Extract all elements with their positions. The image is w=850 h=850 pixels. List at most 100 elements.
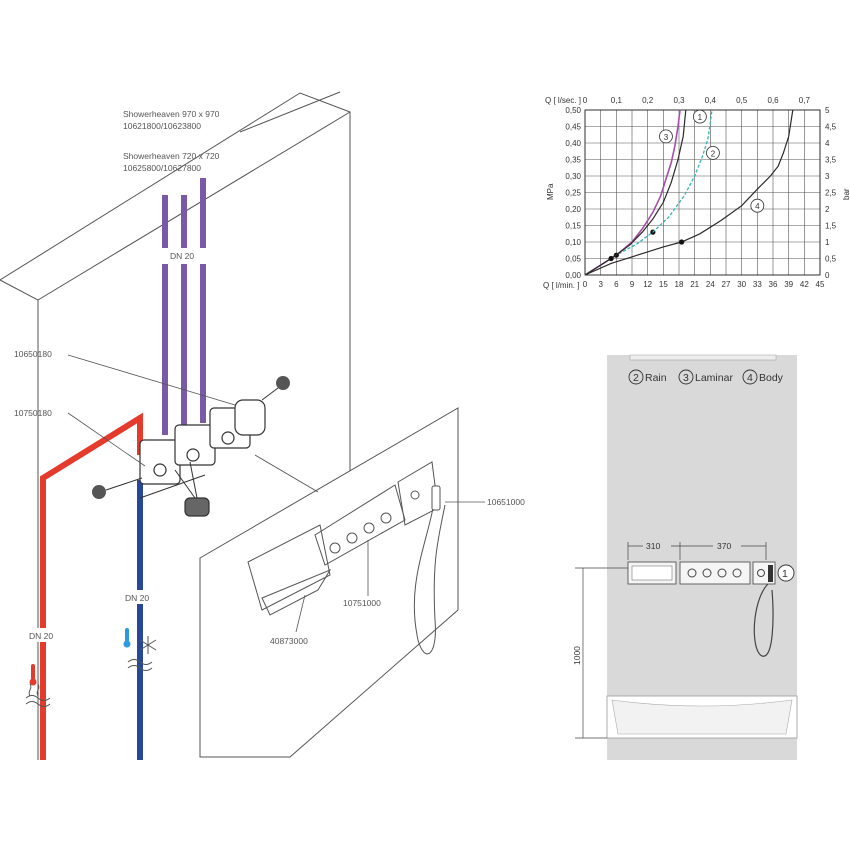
chart-y2-tick: 4,5 — [825, 123, 837, 132]
leader-10650180 — [67, 354, 236, 406]
dn20-top-label: DN 20 — [170, 251, 194, 261]
label-showerheaven-720: Showerheaven 720 x 720 — [123, 151, 220, 161]
chart-y-tick: 0,00 — [565, 271, 581, 280]
dim-1000: 1000 — [572, 646, 582, 665]
pipe-shower-2 — [181, 195, 187, 435]
dim-370: 370 — [717, 541, 731, 551]
fixture-drawing — [247, 461, 446, 655]
legend-label-laminar: Laminar — [695, 372, 733, 384]
chart-series-line-2 — [584, 109, 713, 276]
dn20-cold-bg — [120, 590, 162, 604]
chart-x-tick: 3 — [598, 280, 603, 289]
chart-x-tick: 42 — [800, 280, 809, 289]
legend-circle-4 — [742, 369, 758, 385]
chart-y-tick: 0,15 — [565, 222, 581, 231]
front-view: 2 Rain 3 Laminar 4 Body 310 370 1000 — [572, 354, 798, 760]
front-panel — [199, 407, 459, 758]
chart-x-top-tick: 0,1 — [611, 96, 623, 105]
chart-y2-tick: 5 — [825, 106, 830, 115]
dn20-hot-label: DN 20 — [29, 631, 53, 641]
chart-y-tick: 0,30 — [565, 172, 581, 181]
chart-y-tick: 0,35 — [565, 156, 581, 165]
label-showerheaven-720-codes: 10625800/10627800 — [123, 163, 201, 173]
front-thermostat — [679, 561, 751, 585]
chart-y-tick: 0,05 — [565, 255, 581, 264]
wall-top-outline — [0, 92, 351, 490]
chart-x-tick: 39 — [784, 280, 793, 289]
chart-y2-tick: 4 — [825, 139, 830, 148]
cold-water-icon — [123, 628, 157, 671]
chart-series-line-3 — [584, 109, 681, 276]
cap-bottom-left — [92, 485, 106, 499]
legend-circle-3 — [678, 369, 694, 385]
pipe-shower-1 — [162, 195, 168, 435]
dn20-cold-label: DN 20 — [125, 593, 149, 603]
chart-x-top-tick: 0,6 — [767, 96, 779, 105]
front-knob-3 — [717, 568, 727, 578]
chart-x-top-tick: 0,4 — [705, 96, 717, 105]
front-holder-knob — [757, 569, 765, 577]
chart-curve-label-circle-4 — [750, 198, 765, 213]
chart-frame — [584, 109, 821, 276]
front-knob-1 — [687, 568, 697, 578]
dim-310-bg — [643, 540, 671, 552]
legend-num-2: 2 — [633, 372, 639, 384]
chart-grid — [584, 109, 821, 276]
chart-y2-tick: 3,5 — [825, 156, 837, 165]
legend-num-3: 3 — [683, 372, 689, 384]
callout-circle — [777, 564, 795, 582]
valve-leader-1 — [139, 474, 206, 499]
pipe-shower-3 — [200, 178, 206, 423]
hot-water-icon — [25, 664, 51, 707]
chart-y2-tick: 3 — [825, 172, 830, 181]
label-showerheaven-970-codes: 10621800/10623800 — [123, 121, 201, 131]
label-10651000: 10651000 — [487, 497, 525, 507]
wall-top-back — [37, 111, 351, 301]
front-knob-2 — [702, 568, 712, 578]
legend-circle-2 — [628, 369, 644, 385]
panel-edge-line — [254, 454, 319, 493]
front-legend: 2 Rain 3 Laminar 4 Body — [628, 369, 784, 385]
label-10750180: 10750180 — [14, 408, 52, 418]
chart-x-tick: 27 — [722, 280, 731, 289]
pipe-hot — [40, 412, 143, 760]
chart-x-tick: 6 — [614, 280, 619, 289]
chart-y-tick: 0,10 — [565, 238, 581, 247]
leader-40873000 — [295, 594, 306, 633]
chart-y-tick: 0,45 — [565, 123, 581, 132]
ceiling-shower-bar — [629, 354, 777, 361]
chart-y2-tick: 2,5 — [825, 189, 837, 198]
cap-bottom-leader — [105, 477, 143, 491]
bathtub-inner — [611, 699, 793, 735]
callout-number: 1 — [782, 568, 788, 580]
chart-x-tick: 45 — [816, 280, 825, 289]
chart-y-tick: 0,25 — [565, 189, 581, 198]
chart-x-top-tick: 0,7 — [799, 96, 811, 105]
chart-x-top-tick: 0,2 — [642, 96, 654, 105]
chart-series-line-4 — [584, 109, 794, 276]
chart-x-tick: 21 — [690, 280, 699, 289]
valve-leader-2 — [189, 461, 198, 499]
chart-y2-tick: 2 — [825, 205, 830, 214]
dim-370-bg — [713, 540, 741, 552]
chart-curve-label-3: 3 — [664, 133, 669, 142]
isometric-drawing: DN 20 DN 20 DN 20 — [0, 91, 525, 760]
chart-x-tick: 24 — [706, 280, 715, 289]
label-10650180: 10650180 — [14, 349, 52, 359]
chart-curve-label-circle-1 — [692, 109, 707, 124]
chart-series-line-rain — [584, 109, 687, 276]
leader-showerheaven-970 — [239, 91, 341, 133]
chart-y-tick: 0,40 — [565, 139, 581, 148]
chart-curve-label-circle-3 — [659, 129, 673, 144]
chart-x-tick: 36 — [769, 280, 778, 289]
chart-x-tick: 33 — [753, 280, 762, 289]
label-10751000: 10751000 — [343, 598, 381, 608]
dn20-hot-bg — [24, 628, 66, 642]
chart-curve-label-1: 1 — [698, 113, 703, 122]
chart-y2-tick: 0 — [825, 271, 830, 280]
chart-point-4 — [679, 239, 685, 245]
chart-x-tick: 9 — [630, 280, 635, 289]
